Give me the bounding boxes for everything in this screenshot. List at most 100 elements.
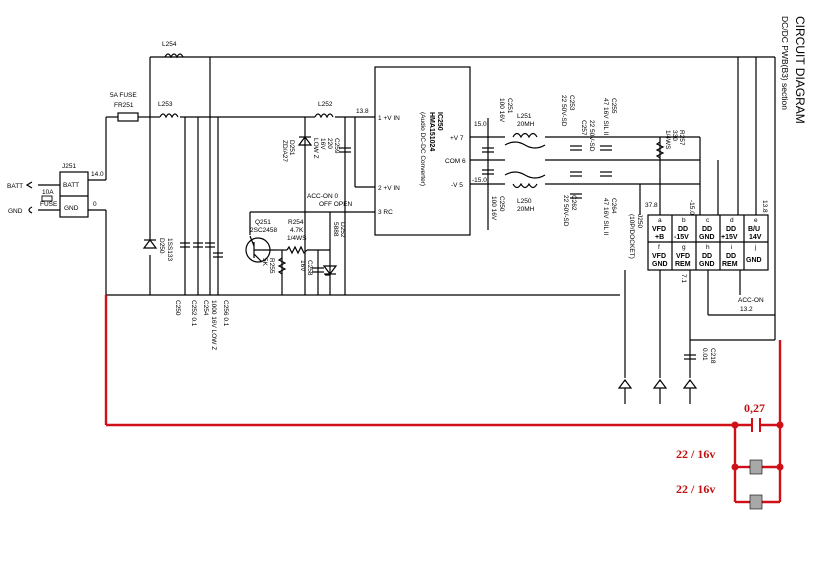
resistor-r254: R254 4.7K 1/4WS <box>286 219 308 255</box>
red-capacitor-22uf-2: 22 / 16v <box>676 482 763 510</box>
inductor-l250: L250 20MH <box>512 182 538 213</box>
capacitor-c250-out: C250 100 16V <box>482 169 505 221</box>
conn-f-l2: GND <box>652 261 668 268</box>
label-c262-val: 22 50V-SD <box>562 195 569 227</box>
label-c250b-val: 100 16V <box>490 196 497 221</box>
label-red-cap3: 22 / 16v <box>676 482 715 496</box>
ic250-block: IC250 HMA151024 (Audio DC-DC Converter) … <box>374 66 471 236</box>
capacitor-c254: C254 1000 16V LOW Z <box>202 242 217 350</box>
connector-j251: J251 BATT GND BATT GND 10A FUSE 14.0 0 <box>7 163 104 218</box>
label-c250b: C250 <box>498 196 505 212</box>
label-c254: C254 <box>202 300 209 316</box>
label-acc-on: ACC-ON 0 <box>307 193 338 200</box>
conn-e-l2: 14V <box>749 234 762 241</box>
label-vm150b: -15.0 <box>688 200 695 215</box>
capacitor-c262: C262 22 50V-SD <box>562 193 582 227</box>
conn-h-l2: GND <box>699 261 715 268</box>
conn-c: c <box>706 217 710 224</box>
conn-f: f <box>658 244 660 251</box>
label-ic-title3: (Audio DC-DC Converter) <box>419 112 426 186</box>
inductor-l251: L251 20MH <box>512 113 538 139</box>
label-c259-t: LOW Z <box>312 138 319 159</box>
label-vm150: -15.0 <box>472 177 487 184</box>
label-fuse-word: FUSE <box>40 201 58 208</box>
conn-i-l1: DD <box>726 253 736 260</box>
label-q251: Q251 <box>255 219 271 226</box>
conn-a-l2: +B <box>655 234 664 241</box>
label-v138: 13.8 <box>356 108 369 115</box>
conn-e-l1: B/U <box>748 226 760 233</box>
conn-f-l1: VFD <box>652 253 666 260</box>
label-c251: C251 <box>506 98 513 114</box>
label-c218-val: 0.01 <box>701 348 708 361</box>
inductor-l253: L253 <box>158 101 179 119</box>
label-c257-val: 22 50V-SD <box>588 120 595 152</box>
inductor-l254: L254 <box>162 41 184 59</box>
label-c255: C255 <box>610 98 617 114</box>
capacitor-c251: C251 100 16V <box>482 98 513 153</box>
red-capacitor-22uf-1: 22 / 16v <box>676 447 763 475</box>
conn-g: g <box>682 244 686 251</box>
label-d250-val: 1SS133 <box>166 238 173 262</box>
label-c250: C250 <box>174 300 181 316</box>
red-modification <box>104 295 784 504</box>
diagram-title: CIRCUIT DIAGRAM <box>793 16 807 124</box>
label-batt-pin: BATT <box>63 182 79 189</box>
label-c256: C256 0.1 <box>222 300 229 327</box>
label-j251: J251 <box>62 163 76 170</box>
label-v132: 13.2 <box>740 306 753 313</box>
label-fuse: 5A FUSE <box>110 92 137 99</box>
conn-b-l2: -15V <box>674 234 689 241</box>
label-r257-w: 1/4WS <box>664 130 671 150</box>
label-acc-on2: ACC-ON <box>738 297 764 304</box>
capacitor-c258: C258 16V <box>299 260 324 276</box>
label-l250: L250 <box>517 198 532 205</box>
main-wiring <box>88 56 776 378</box>
conn-b-l1: DD <box>678 226 688 233</box>
label-fuse10a: 10A <box>42 189 54 196</box>
label-c259: C259 <box>333 138 340 154</box>
label-c264: C264 <box>610 198 617 214</box>
arrow-up-icon-3 <box>682 379 698 404</box>
label-c262: C262 <box>570 195 577 211</box>
label-pin3: 3 RC <box>378 209 393 216</box>
label-l253: L253 <box>158 101 173 108</box>
label-gnd-ext: GND <box>8 208 23 215</box>
label-c254-val: 1000 16V LOW Z <box>210 300 217 350</box>
zener-d251: D251 ZD/A27 <box>281 136 313 162</box>
conn-d-l2: +15V <box>721 234 738 241</box>
label-gnd-pin: GND <box>64 205 79 212</box>
label-r257: R257 <box>678 130 685 146</box>
label-c264-val: 47 16V SIL II <box>602 198 609 236</box>
arrow-up-icon <box>617 379 633 404</box>
conn-j-l1: GND <box>746 257 762 264</box>
label-v378: 37.8 <box>645 202 658 209</box>
label-r254-val: 4.7K <box>290 227 304 234</box>
capacitor-c218: C218 0.01 <box>684 348 716 364</box>
label-c259-val: 220 <box>326 138 333 149</box>
label-pin-com: COM 6 <box>445 158 466 165</box>
conn-g-l1: VFD <box>676 253 690 260</box>
label-c251-val: 100 16V <box>498 98 505 123</box>
label-c253-val: 22 50V-SD <box>560 95 567 127</box>
label-l251: L251 <box>517 113 532 120</box>
capacitor-c259: C259 220 16V LOW Z <box>312 138 351 159</box>
label-r254-w: 1/4WS <box>287 235 307 242</box>
label-pin1: 1 +V IN <box>378 115 400 122</box>
diode-d250: D250 1SS133 <box>142 238 173 262</box>
label-pin-vp: +V 7 <box>450 135 464 142</box>
conn-i-l2: REM <box>722 261 738 268</box>
label-ic-title1: IC250 <box>436 112 443 131</box>
label-ic-title2: HMA151024 <box>428 112 435 151</box>
capacitor-c256: C256 0.1 <box>213 252 229 327</box>
capacitor-c252: C252 0.1 <box>190 242 203 327</box>
label-r255: R255 <box>268 258 275 274</box>
resistor-r255: R255 5K <box>261 257 287 275</box>
label-d252-val: 5888 <box>332 222 339 237</box>
capacitor-c264: C264 47 16V SIL II <box>600 171 617 236</box>
capacitor-c255: C255 47 16V SIL II <box>600 98 617 151</box>
capacitor-c253: C253 22 50V-SD <box>560 95 582 151</box>
label-d252: D252 <box>339 222 346 238</box>
label-c258-v: 16V <box>299 260 306 272</box>
conn-c-l1: DD <box>702 226 712 233</box>
